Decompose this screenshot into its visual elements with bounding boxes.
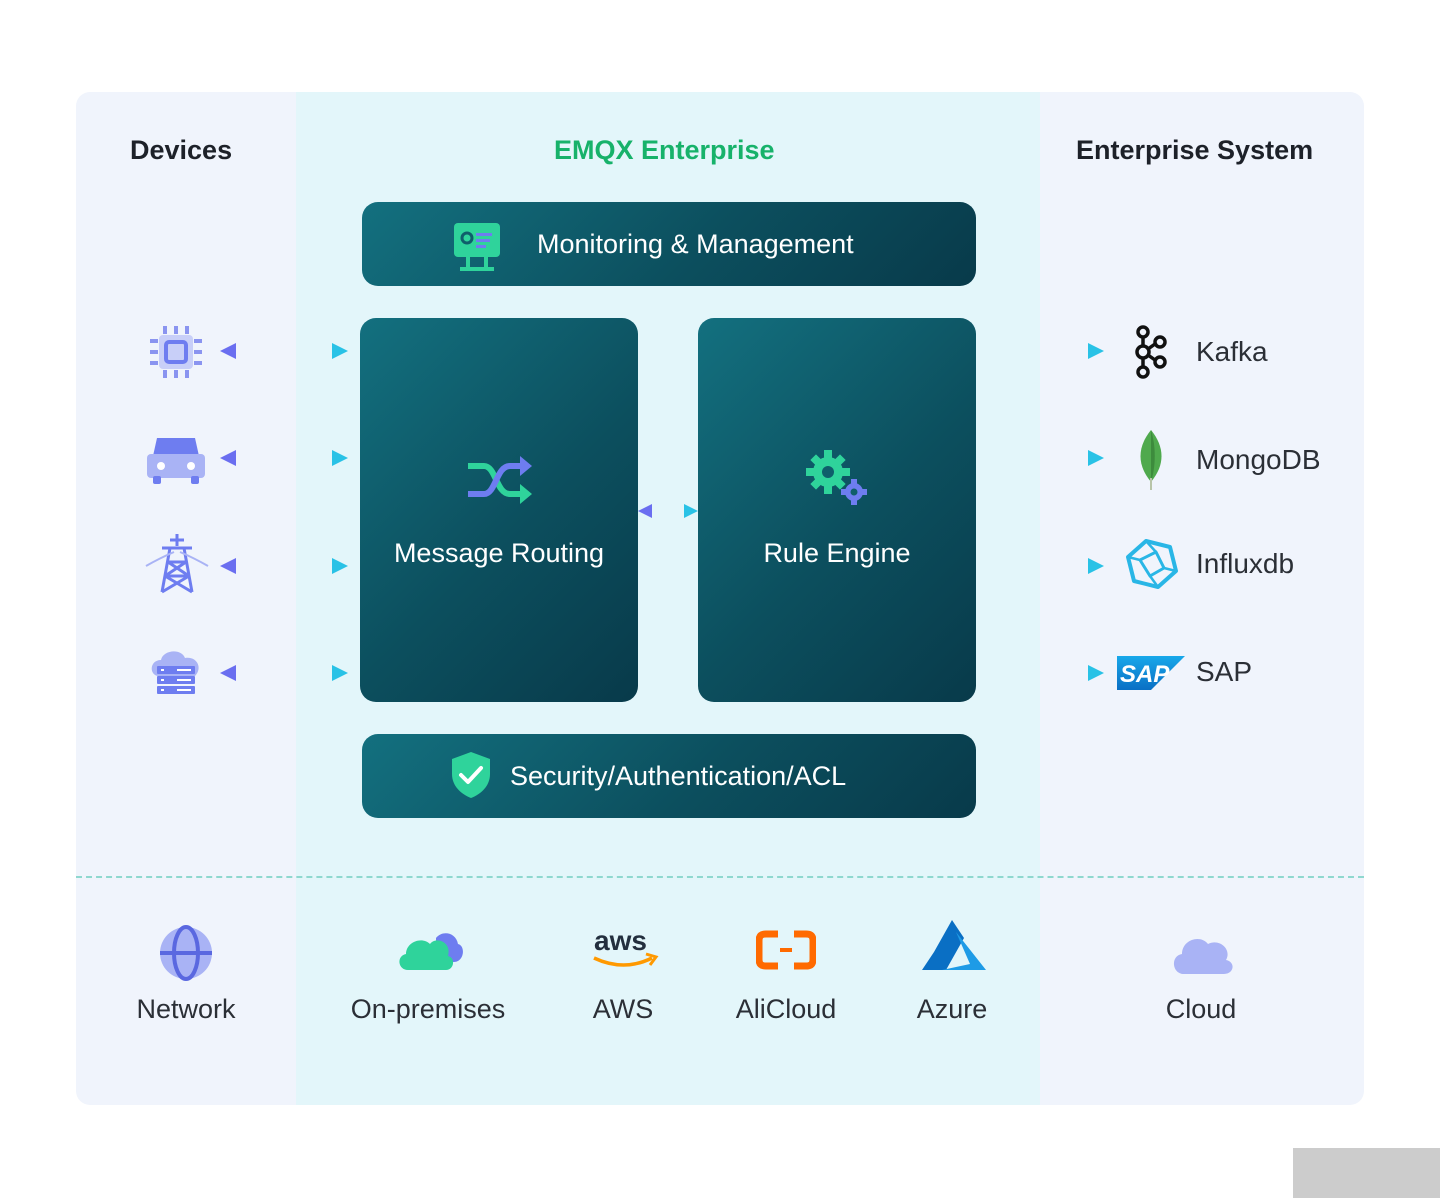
corner-placeholder [1293,1148,1440,1198]
rule-engine-label: Rule Engine [763,538,911,568]
power-tower-icon [144,532,210,599]
network-label: Network [136,994,236,1024]
emqx-title: EMQX Enterprise [554,135,775,165]
device-arrow-2 [220,450,348,466]
mongodb-leaf-icon [1134,428,1168,497]
cloud-icon [1170,930,1234,981]
influxdb-arrow [976,558,1104,574]
mongodb-arrow [976,450,1104,466]
routing-rule-arrow [638,504,698,518]
chip-icon [148,324,204,385]
azure-label: Azure [916,994,988,1024]
deployment-divider [76,876,1364,878]
svg-text:SAP: SAP [1120,661,1170,688]
aws-logo: aws [588,924,660,977]
message-routing-module: Message Routing [360,318,638,702]
devices-title: Devices [130,135,233,165]
enterprise-title: Enterprise System [1076,135,1314,165]
kafka-icon [1132,324,1170,385]
alicloud-logo [755,930,817,975]
enterprise-arrows [976,343,1104,681]
sap-logo: SAP [1117,656,1185,695]
device-arrow-3 [220,558,348,574]
influxdb-icon [1126,538,1178,595]
security-module: Security/Authentication/ACL [362,734,976,818]
shield-check-icon [450,750,492,805]
mongodb-label: MongoDB [1196,444,1321,475]
shuffle-icon [466,456,534,509]
sap-arrow [976,665,1104,681]
device-arrow-4 [220,665,348,681]
network-globe-icon [158,925,214,986]
aws-label: AWS [592,994,654,1024]
routing-label: Message Routing [393,538,605,568]
device-arrow-1 [220,343,348,359]
security-label: Security/Authentication/ACL [510,761,847,791]
kafka-label: Kafka [1196,336,1268,367]
cloud-label: Cloud [1165,994,1237,1024]
sap-label: SAP [1196,656,1253,687]
monitor-icon [452,220,502,277]
on-premises-cloud-icon [396,926,464,979]
rule-engine-module: Rule Engine [698,318,976,702]
svg-text:aws: aws [594,925,647,956]
alicloud-label: AliCloud [735,994,837,1024]
cloud-server-icon [147,646,205,705]
on-premises-label: On-premises [350,994,506,1024]
device-arrows [220,343,348,681]
monitoring-label: Monitoring & Management [537,229,854,259]
kafka-arrow [976,343,1104,359]
monitoring-module: Monitoring & Management [362,202,976,286]
gears-icon [804,448,870,513]
influxdb-label: Influxdb [1196,548,1295,579]
car-icon [145,434,207,491]
azure-logo [920,918,988,977]
